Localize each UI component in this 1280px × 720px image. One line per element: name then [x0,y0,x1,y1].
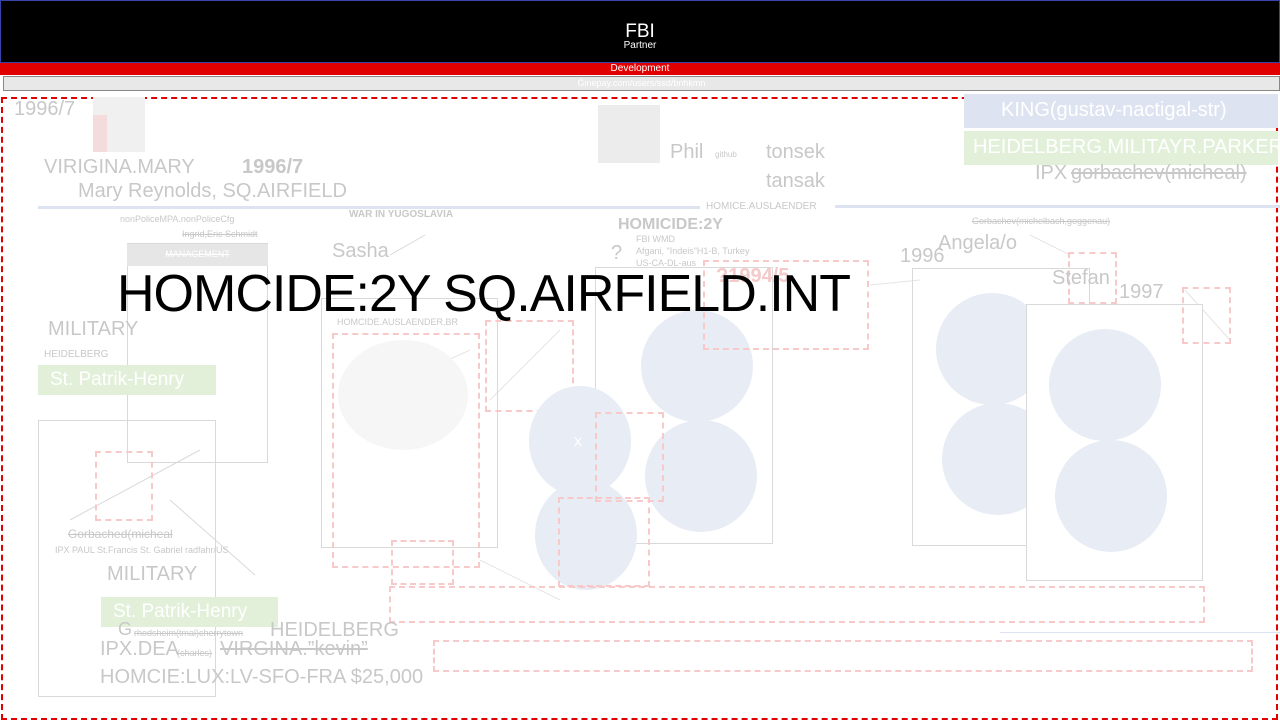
slide-canvas [1,97,1278,720]
ipx-dea-label: IPX.DEA [100,638,179,660]
x-mark: x [574,433,582,450]
small-note: (charles) [177,648,213,658]
person-name: Angela/o [938,232,1017,254]
patrik-label: St. Patrik-Henry [50,369,185,390]
person-name: Mary Reynolds, SQ.AIRFIELD [78,180,347,202]
small-note: Gorbachev(michelbach,goggenau) [972,216,1111,226]
left-box [127,243,268,463]
person-name: Phil [670,141,704,163]
person-name: tonsek [766,141,825,163]
portrait-shape [338,340,468,450]
circle-shape [641,310,753,422]
person-name: VIRIGINA.MARY [44,156,195,178]
management-band [127,244,268,266]
military-label: MILITARY [48,318,139,340]
g-label: G [118,619,133,639]
small-note: Afgani, "Indeis"H1-B, Turkey [636,246,750,256]
left-box [38,420,216,697]
year-label: ?1994/5 [716,265,790,287]
year-label: 1996/7 [242,156,304,178]
divider [835,205,1280,208]
small-note: HOMCIDE.AUSLAENDER.BR [337,317,459,327]
war-label: WAR IN YUGOSLAVIA [349,209,454,220]
placeholder-frame [332,333,480,568]
main-title: HOMCIDE:2Y SQ.AIRFIELD.INT [117,265,851,323]
king-band [964,94,1278,128]
placeholder-frame [389,586,1205,623]
brand-subtitle: Partner [623,40,657,51]
portrait-photo [598,105,660,163]
person-name: Sasha [332,240,389,262]
person-name: Gorbached(micheal [68,527,173,541]
small-note: Ingrid,Eric Schmidt [182,229,258,239]
small-note: rhodsheim(tmal)cherrytown [134,628,244,638]
placeholder-frame [95,451,153,521]
placeholder-frame [433,640,1253,672]
divider-label: HOMICE.AUSLAENDER [704,201,819,212]
ipx-label: IPX [1035,162,1068,184]
patrik-band [101,597,278,627]
homicide-label: HOMICIDE:2Y [618,216,723,233]
king-label: KING(gustav-nactigal-str) [1001,99,1227,121]
person-name: tansak [766,170,825,192]
brand-title: FBI [625,21,655,42]
circle-shape [1055,440,1167,552]
divider [1000,632,1280,633]
url-bar[interactable]: Ginepay.com/users/ssd/bnhkmn [3,76,1280,91]
small-note: nonPoliceMPA.nonPoliceCfg [120,214,235,224]
small-note: IPX PAUL St.Francis St. Gabriel radfahr/… [55,545,229,555]
circle-shape [529,386,631,496]
small-note: FBI WMD [636,234,675,244]
placeholder-frame [485,320,574,412]
placeholder-frame [1182,287,1231,344]
placeholder-frame [558,497,650,587]
heidelberg-military-label: HEIDELBERG.MILITAYR.PARKER [973,136,1280,158]
management-label: MANAGEMENT [165,249,230,259]
center-box [321,298,498,548]
year-label: 1997 [1119,281,1164,303]
heidelberg-label: HEIDELBERG [270,619,399,641]
flag-decoration [93,115,107,152]
placeholder-frame [391,540,454,585]
circle-shape [1049,329,1161,441]
small-note: github [715,150,737,159]
placeholder-frame [703,260,869,350]
person-name: Stefan [1052,267,1110,289]
divider [38,206,700,209]
patrik-label: St. Patrik-Henry [113,601,248,622]
military-label: MILITARY [107,563,198,585]
heidelberg-band [964,131,1278,165]
top-bar [0,0,1280,63]
patrik-band [38,365,216,395]
person-name: gorbachev(micheal) [1071,162,1247,184]
small-note: US-CA-DL-aus [636,258,697,268]
virginia-kevin-label: VIRGINA.”kevin” [220,638,368,660]
question-mark: ? [611,242,623,264]
placeholder-frame [595,412,664,502]
development-bar: Development [0,63,1280,75]
year-label: 1996 [900,245,945,267]
small-note: HEIDELBERG [44,349,109,360]
year-label: 1996/7 [14,98,76,120]
homcie-label: HOMCIE:LUX:LV-SFO-FRA $25,000 [100,666,424,688]
placeholder-frame [1068,252,1117,304]
